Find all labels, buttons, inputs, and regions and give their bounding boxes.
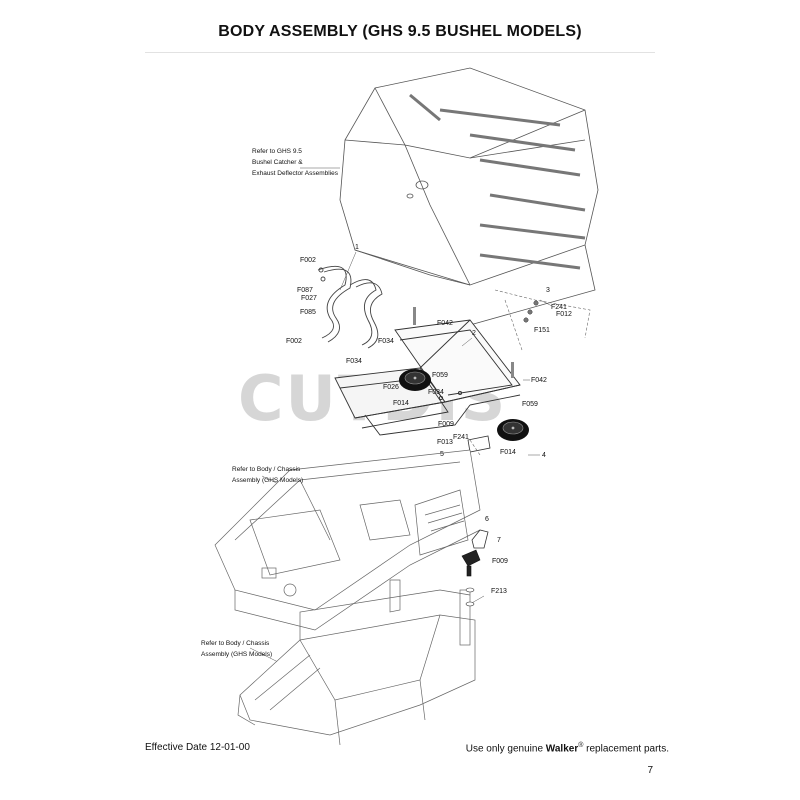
page-title: BODY ASSEMBLY (GHS 9.5 BUSHEL MODELS)	[218, 23, 582, 40]
callout-f012: F012	[556, 311, 572, 318]
callout-2: 2	[472, 330, 476, 337]
genuine-parts-notice: Use only genuine Walker® replacement par…	[465, 742, 669, 755]
callout-f241-a: F241	[551, 304, 567, 311]
strap-assembly	[317, 265, 383, 349]
callout-f034-c: F034	[428, 389, 444, 396]
bracket-5	[467, 435, 491, 453]
note-chassis-ref-1: Refer to Body / Chassis Assembly (GHS Mo…	[232, 466, 303, 484]
svg-text:Refer to Body / Chassis: Refer to Body / Chassis	[232, 466, 301, 473]
callout-f042-a: F042	[437, 320, 453, 327]
svg-text:Exhaust Deflector Assemblies: Exhaust Deflector Assemblies	[252, 170, 339, 177]
callout-f034-b: F034	[346, 358, 362, 365]
chassis-frame-lower	[237, 579, 476, 746]
bushel-catcher-hood	[339, 67, 599, 326]
washers-f213	[465, 587, 475, 607]
callout-f087: F087	[297, 287, 313, 294]
callout-f241-b: F241	[453, 434, 469, 441]
page-number: 7	[647, 765, 653, 776]
title-divider	[145, 52, 655, 53]
callout-f026: F026	[383, 384, 399, 391]
note-catcher-ref: Refer to GHS 9.5 Bushel Catcher & Exhaus…	[252, 148, 339, 177]
callout-f009-a: F009	[438, 421, 454, 428]
leader-lines	[469, 289, 591, 456]
svg-text:Refer to Body / Chassis: Refer to Body / Chassis	[201, 640, 270, 647]
callout-f027: F027	[301, 295, 317, 302]
callout-f002-b: F002	[286, 338, 302, 345]
brand-name: Walker	[545, 743, 579, 755]
callout-f059-b: F059	[522, 401, 538, 408]
callout-f213: F213	[491, 588, 507, 595]
callout-3: 3	[546, 287, 550, 294]
callout-5: 5	[440, 451, 444, 458]
svg-text:Assembly (GHS Models): Assembly (GHS Models)	[201, 651, 272, 658]
callout-1: 1	[355, 244, 359, 251]
mount-7	[461, 549, 481, 577]
svg-text:Assembly (GHS Models): Assembly (GHS Models)	[232, 477, 303, 484]
body-chassis-upper	[214, 449, 481, 631]
callout-f034-a: F034	[378, 338, 394, 345]
wheel-right	[497, 419, 529, 441]
callout-6: 6	[485, 516, 489, 523]
callout-7: 7	[497, 537, 501, 544]
callout-4: 4	[542, 452, 546, 459]
callout-f014-a: F014	[393, 400, 409, 407]
svg-text:Bushel Catcher &: Bushel Catcher &	[252, 159, 303, 166]
callout-f009-b: F009	[492, 558, 508, 565]
callout-f014-b: F014	[500, 449, 516, 456]
wheel-left	[399, 369, 431, 391]
callout-f151: F151	[534, 327, 550, 334]
bumper-6	[471, 529, 489, 549]
callout-f002-a: F002	[300, 257, 316, 264]
callout-f013: F013	[437, 439, 453, 446]
note-chassis-ref-2: Refer to Body / Chassis Assembly (GHS Mo…	[201, 640, 272, 658]
hardware-group-3	[523, 300, 539, 323]
svg-text:Refer to GHS 9.5: Refer to GHS 9.5	[252, 148, 302, 155]
callout-labels: 1 F002 F087 F027 F085 F002 3 F241 F012 F…	[286, 244, 572, 595]
callout-f059-a: F059	[432, 372, 448, 379]
callout-f042-b: F042	[531, 377, 547, 384]
effective-date: Effective Date 12-01-00	[145, 742, 250, 753]
callout-f085: F085	[300, 309, 316, 316]
